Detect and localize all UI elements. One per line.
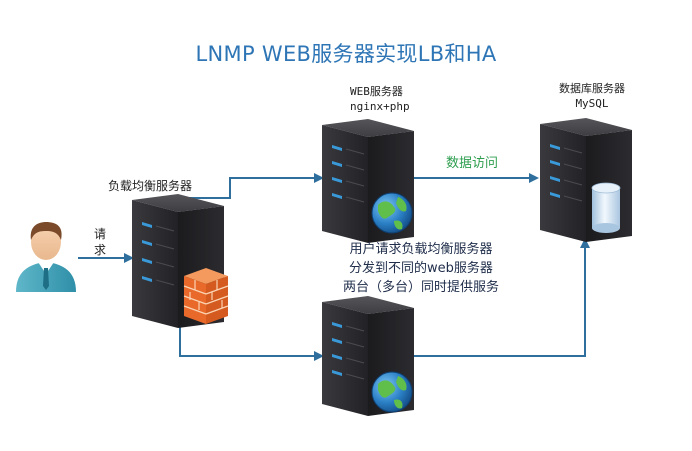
data-access-label: 数据访问 xyxy=(446,156,499,171)
database-icon xyxy=(591,182,621,233)
globe-icon xyxy=(371,371,413,413)
db-server-label: 数据库服务器 MySQL xyxy=(550,81,634,111)
web-server-label-line-2: nginx+php xyxy=(350,100,410,113)
user-icon xyxy=(16,222,76,292)
arrow-lb-to-web2 xyxy=(179,320,324,361)
firewall-icon xyxy=(183,268,229,324)
db-server-label-line-1: 数据库服务器 xyxy=(559,82,625,95)
request-label-text: 请求 xyxy=(94,227,107,257)
globe-icon xyxy=(371,192,413,234)
arrow-lb-to-web1 xyxy=(180,173,324,199)
web-server-label: WEB服务器 nginx+php xyxy=(350,84,410,114)
distribution-note-line-1: 用户请求负载均衡服务器 xyxy=(349,242,493,257)
db-server-label-line-2: MySQL xyxy=(575,97,609,110)
distribution-note: 用户请求负载均衡服务器 分发到不同的web服务器 两台（多台）同时提供服务 xyxy=(326,240,516,297)
page-title: LNMP WEB服务器实现LB和HA xyxy=(195,42,497,66)
web-server-label-line-1: WEB服务器 xyxy=(350,85,403,98)
distribution-note-line-2: 分发到不同的web服务器 xyxy=(349,261,493,276)
request-label: 请求 xyxy=(94,226,108,258)
distribution-note-line-3: 两台（多台）同时提供服务 xyxy=(342,280,499,295)
arrow-web2-to-db xyxy=(414,238,590,357)
connections xyxy=(78,173,590,361)
lb-server-label: 负载均衡服务器 xyxy=(108,179,193,193)
